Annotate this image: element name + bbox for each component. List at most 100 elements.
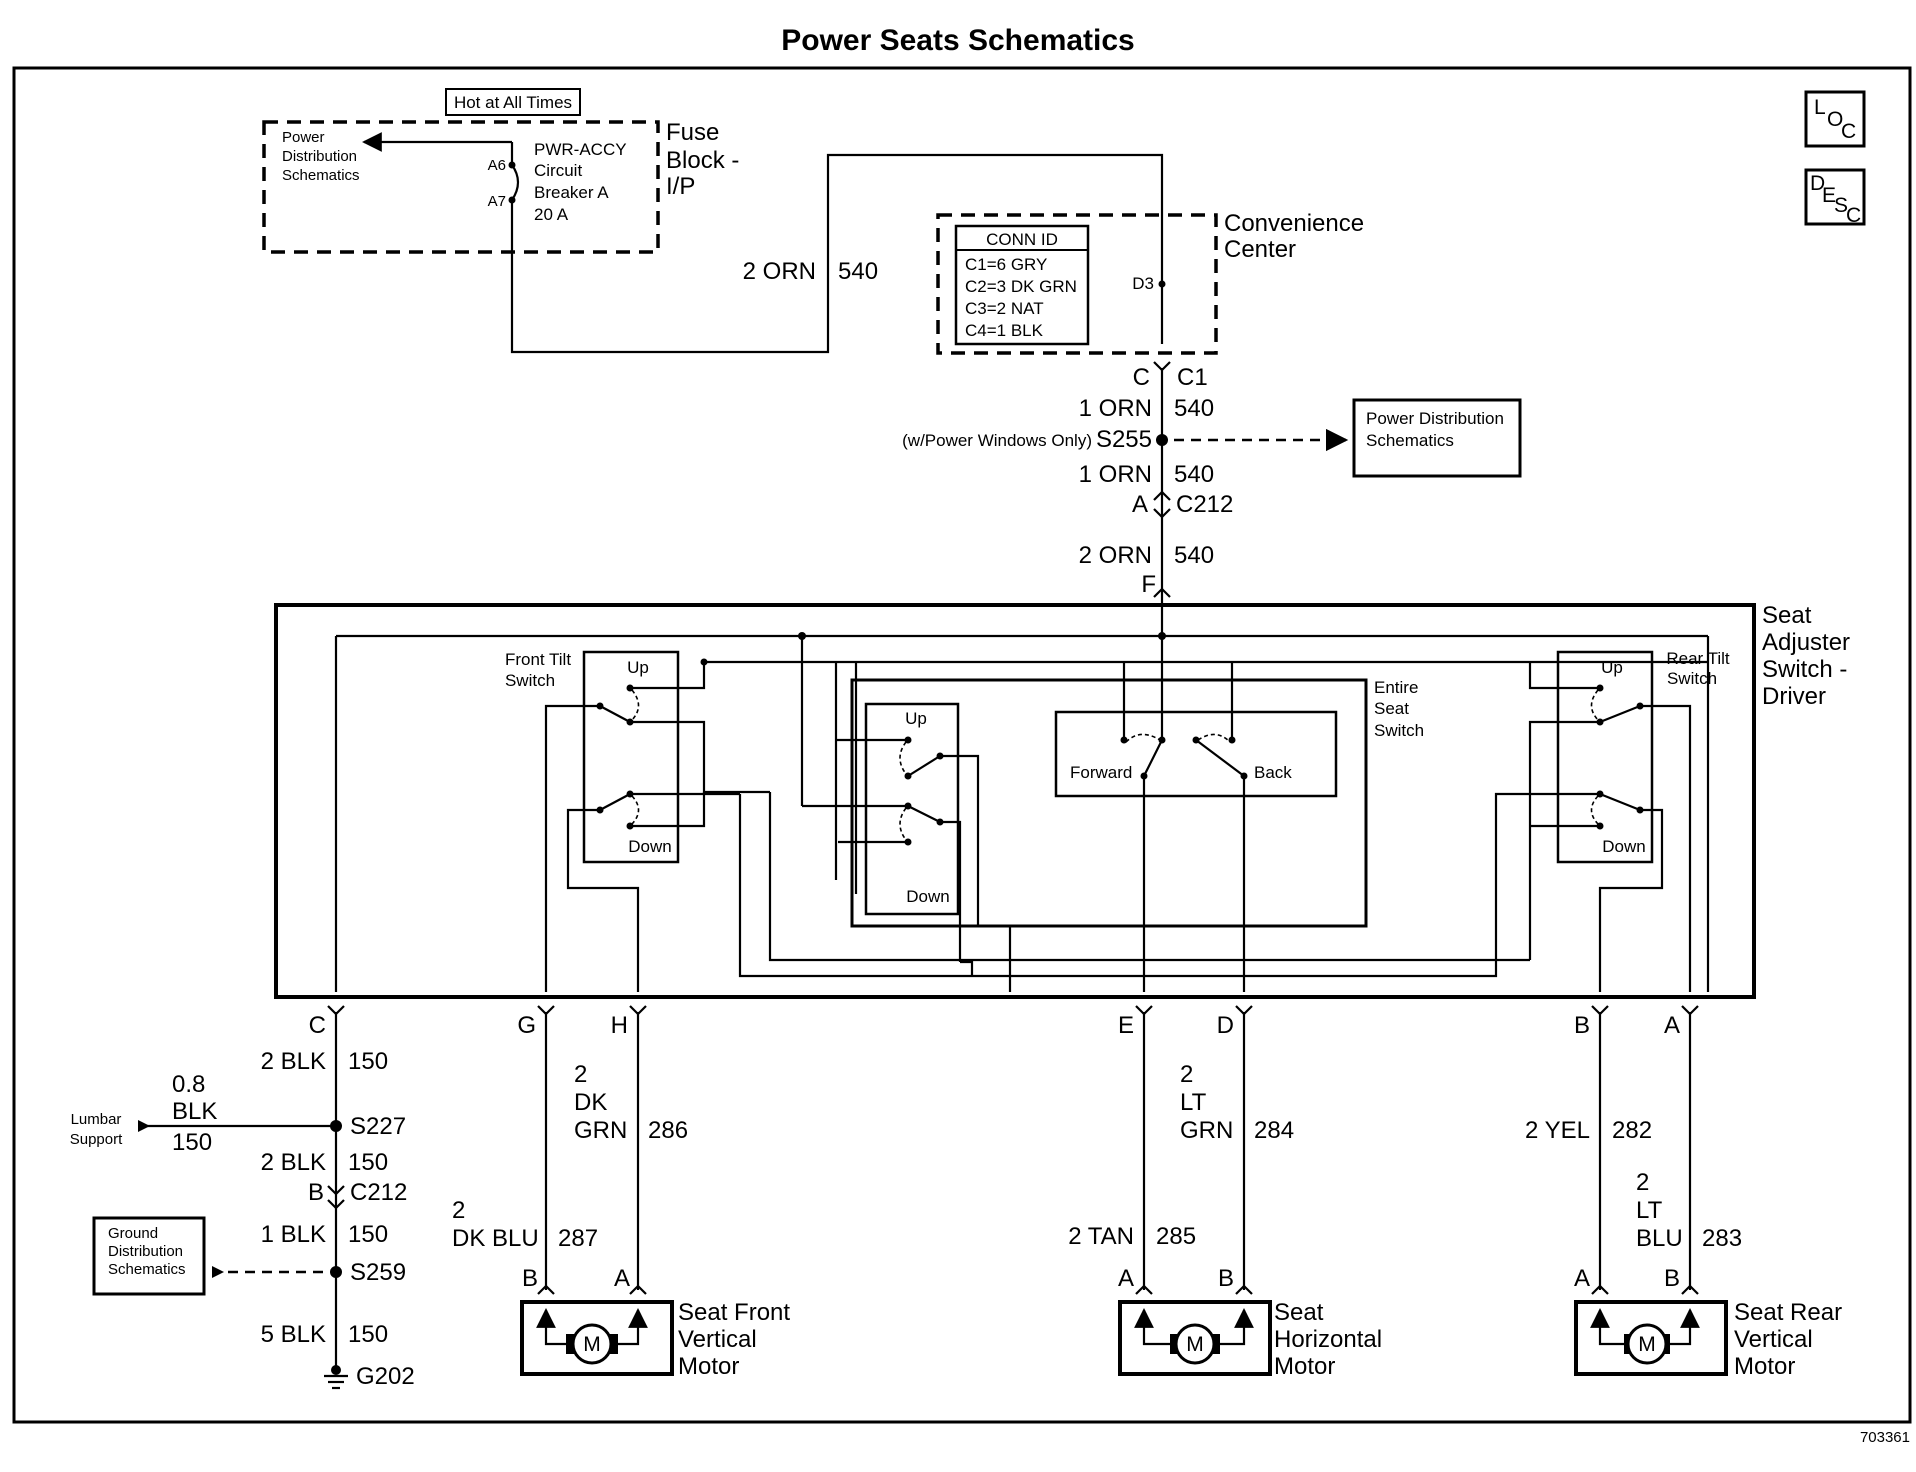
svg-text:Down: Down [906,887,949,906]
splice-s255: S255 [1096,426,1152,453]
svg-text:A: A [614,1265,630,1292]
loc-icon[interactable]: L O C [1804,90,1866,148]
svg-text:150: 150 [348,1048,388,1075]
svg-text:Schematics: Schematics [108,1261,186,1278]
svg-text:150: 150 [172,1129,212,1156]
figure-id: 703361 [1860,1429,1910,1446]
svg-text:L: L [1814,96,1826,119]
splice-s227: S227 [350,1113,406,1140]
svg-text:540: 540 [1174,461,1214,488]
svg-text:C: C [1846,204,1861,227]
svg-text:B: B [308,1179,324,1206]
svg-text:Lumbar: Lumbar [71,1111,122,1128]
svg-text:540: 540 [1174,395,1214,422]
svg-text:Entire: Entire [1374,678,1418,697]
c1-connector: C1 [1177,364,1208,391]
svg-text:LT: LT [1180,1089,1207,1116]
svg-text:Down: Down [628,837,671,856]
svg-text:O: O [1827,108,1843,131]
power-distribution-box[interactable]: Power Distribution Schematics [1352,398,1522,478]
svg-text:2 TAN: 2 TAN [1068,1223,1134,1250]
svg-text:2 BLK: 2 BLK [261,1149,326,1176]
switch-pins: C G H E D B A [309,1005,1699,1039]
svg-text:BLU: BLU [1636,1225,1683,1252]
c1-pin: C [1133,364,1150,391]
horizontal-motor: 2 LT GRN 284 2 TAN 285 A B M Seat Horizo… [1068,1012,1382,1380]
splice-s259: S259 [350,1259,406,1286]
svg-text:CONN ID: CONN ID [986,230,1058,249]
svg-text:2 YEL: 2 YEL [1525,1117,1590,1144]
front-tilt-switch [582,650,680,864]
seat-adjuster-switch: Seat Adjuster Switch - Driver Front Tilt… [274,600,1850,999]
feed-wire-circuit: 540 [838,258,878,285]
svg-text:Seat: Seat [1274,1299,1324,1326]
feed-wire-gauge: 2 ORN [743,258,816,285]
svg-text:Forward: Forward [1070,763,1132,782]
svg-text:0.8: 0.8 [172,1071,205,1098]
svg-text:2: 2 [1180,1061,1193,1088]
pin-g: G [517,1012,536,1039]
svg-text:C4=1 BLK: C4=1 BLK [965,321,1044,340]
pin-a: A [1664,1012,1680,1039]
svg-text:A: A [1132,491,1148,518]
svg-text:Horizontal: Horizontal [1274,1326,1382,1353]
svg-text:GRN: GRN [574,1117,627,1144]
svg-text:1 ORN: 1 ORN [1079,395,1152,422]
svg-text:C1=6 GRY: C1=6 GRY [965,255,1047,274]
diagram-frame [12,66,1912,1424]
svg-text:A7: A7 [488,193,506,210]
svg-text:Power: Power [282,129,325,146]
front-vertical-motor: 2 DK GRN 286 2 DK BLU 287 B A M Seat Fro… [452,1012,790,1380]
svg-text:S: S [1834,194,1848,217]
svg-text:Motor: Motor [678,1353,739,1380]
splice-note: (w/Power Windows Only) [902,431,1092,450]
svg-text:Seat: Seat [1762,602,1812,629]
svg-text:Seat Rear: Seat Rear [1734,1299,1842,1326]
svg-text:Rear Tilt: Rear Tilt [1666,649,1730,668]
rear-vertical-motor: 2 YEL 282 2 LT BLU 283 A B M Seat Rear V… [1525,1012,1842,1380]
svg-text:C212: C212 [350,1179,407,1206]
svg-text:Support: Support [70,1131,123,1148]
svg-text:Switch -: Switch - [1762,656,1847,683]
svg-text:Adjuster: Adjuster [1762,629,1850,656]
svg-text:Seat Front: Seat Front [678,1299,790,1326]
svg-text:Fuse: Fuse [666,119,719,146]
pin-h: H [611,1012,628,1039]
entire-seat-switch-frame [850,678,1368,928]
svg-text:1 BLK: 1 BLK [261,1221,326,1248]
svg-text:DK: DK [574,1089,607,1116]
desc-icon[interactable]: D E S C [1804,168,1866,227]
svg-text:Up: Up [1601,658,1623,677]
svg-text:Front Tilt: Front Tilt [505,650,571,669]
convenience-center: Convenience Center CONN ID C1=6 GRY C2=3… [936,210,1364,355]
svg-text:Driver: Driver [1762,683,1826,710]
svg-text:2: 2 [452,1197,465,1224]
svg-text:Distribution: Distribution [108,1243,183,1260]
svg-text:DK BLU: DK BLU [452,1225,539,1252]
svg-text:A: A [1118,1265,1134,1292]
svg-text:Up: Up [905,709,927,728]
middle-vertical-switch [864,702,960,916]
svg-text:Up: Up [627,658,649,677]
svg-text:Ground: Ground [108,1225,158,1242]
svg-text:150: 150 [348,1321,388,1348]
svg-text:5 BLK: 5 BLK [261,1321,326,1348]
svg-text:M: M [583,1333,601,1356]
svg-text:20 A: 20 A [534,205,569,224]
feed-wire-540 [510,153,1164,354]
pin-d: D [1217,1012,1234,1039]
svg-text:C2=3 DK GRN: C2=3 DK GRN [965,277,1077,296]
svg-text:B: B [522,1265,538,1292]
svg-text:2: 2 [574,1061,587,1088]
c212-connector: C212 [1176,491,1233,518]
svg-text:Seat: Seat [1374,699,1409,718]
svg-text:Switch: Switch [1374,721,1424,740]
svg-text:GRN: GRN [1180,1117,1233,1144]
pin-e: E [1118,1012,1134,1039]
svg-text:C3=2 NAT: C3=2 NAT [965,299,1044,318]
svg-text:E: E [1822,184,1836,207]
svg-text:I/P: I/P [666,173,695,200]
svg-text:B: B [1664,1265,1680,1292]
rear-tilt-switch [1556,650,1654,864]
ground-distribution-box [92,1216,206,1296]
